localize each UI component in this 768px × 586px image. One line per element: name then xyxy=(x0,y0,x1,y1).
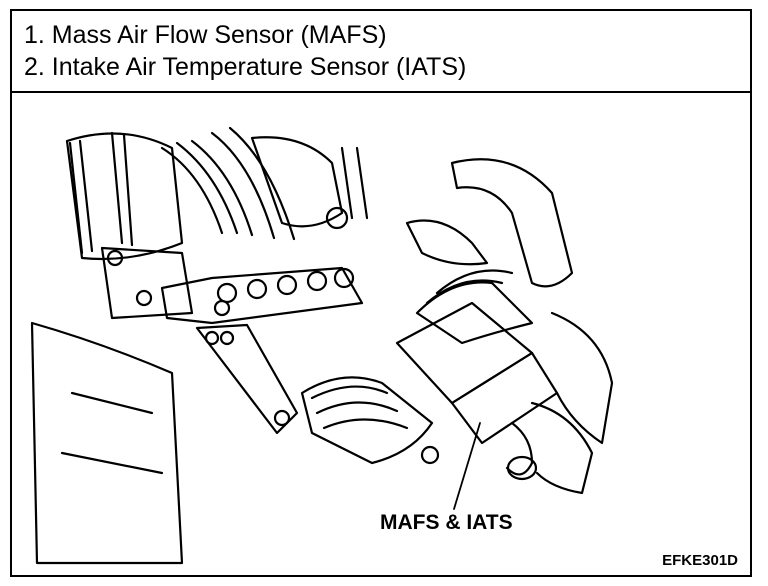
figure-frame: 1. Mass Air Flow Sensor (MAFS) 2. Intake… xyxy=(10,9,752,577)
legend-item-iats: 2. Intake Air Temperature Sensor (IATS) xyxy=(24,53,467,81)
cable-bundle xyxy=(160,126,296,241)
support-arm xyxy=(195,323,299,435)
bolt xyxy=(325,206,349,230)
iats-body xyxy=(450,351,559,445)
lower-right-housing xyxy=(530,401,594,495)
legend-header: 1. Mass Air Flow Sensor (MAFS) 2. Intake… xyxy=(12,11,750,93)
mafs-body xyxy=(395,301,534,405)
manifold-runner xyxy=(68,131,134,255)
manifold-outline xyxy=(65,132,184,261)
sensor-bracket xyxy=(340,146,369,220)
right-pipe xyxy=(450,158,574,288)
air-cleaner-edge xyxy=(550,311,614,445)
engine-bay-line-drawing xyxy=(30,126,614,565)
figure-code: EFKE301D xyxy=(662,552,738,569)
upper-housing xyxy=(250,136,344,228)
air-duct xyxy=(415,281,534,345)
right-hose-upper xyxy=(405,219,489,266)
connector-row xyxy=(160,266,364,325)
intake-air-hose xyxy=(300,376,434,465)
callout-leader xyxy=(453,422,481,510)
left-large-hose xyxy=(30,321,184,565)
legend-item-mafs: 1. Mass Air Flow Sensor (MAFS) xyxy=(24,21,387,49)
callout-label: MAFS & IATS xyxy=(380,511,513,534)
sensor-connector xyxy=(505,421,534,476)
mounting-bracket xyxy=(100,246,194,320)
